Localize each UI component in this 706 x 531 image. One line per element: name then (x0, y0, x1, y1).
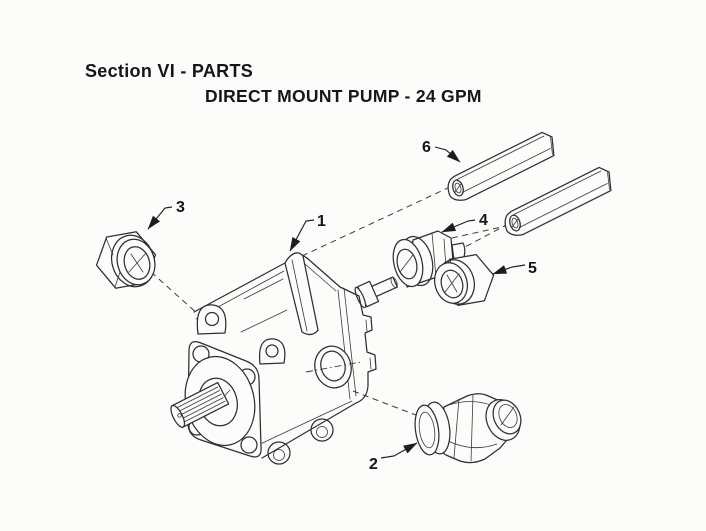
part-1-pump-assembly (170, 252, 398, 465)
centerline-upper-port-to-standoff-a (301, 185, 453, 257)
pump-bottom-lugs (267, 418, 334, 465)
callout-2-leader (380, 442, 418, 459)
pump-body (193, 252, 377, 459)
callouts: 1 2 3 4 5 6 (147, 139, 537, 473)
part-3-hex-plug (95, 231, 157, 289)
pump-rear-port (305, 345, 362, 389)
callout-3-label: 3 (176, 199, 185, 216)
pump-clamp-yoke (284, 255, 319, 336)
section-title: Section VI - PARTS (85, 61, 254, 81)
part-6-standoff-spacer-a (447, 131, 555, 201)
pump-top-lugs (196, 304, 286, 365)
callout-2-label: 2 (369, 456, 378, 473)
part-6-standoff-spacer-b (504, 166, 612, 236)
callout-4-label: 4 (479, 212, 488, 229)
callout-3-leader (147, 206, 173, 230)
part-5-hex-plug (433, 253, 495, 307)
part-2-elbow-fitting (414, 393, 522, 464)
callout-6-leader (434, 146, 461, 163)
pump-rear-shaft (354, 276, 398, 309)
callout-5-leader (492, 264, 526, 275)
flange-bolt-hole (240, 436, 258, 454)
callout-1-leader (289, 219, 315, 252)
callout-4-leader (441, 219, 476, 233)
centerline-lower-port-to-elbow (352, 390, 422, 418)
diagram-title: DIRECT MOUNT PUMP - 24 GPM (205, 86, 482, 106)
callout-5-label: 5 (528, 260, 537, 277)
centerline-fitting4-to-standoff-b (451, 225, 507, 239)
callout-6-label: 6 (422, 139, 431, 156)
callout-1-label: 1 (317, 213, 326, 230)
pump-drive-shaft-splined (170, 381, 230, 429)
